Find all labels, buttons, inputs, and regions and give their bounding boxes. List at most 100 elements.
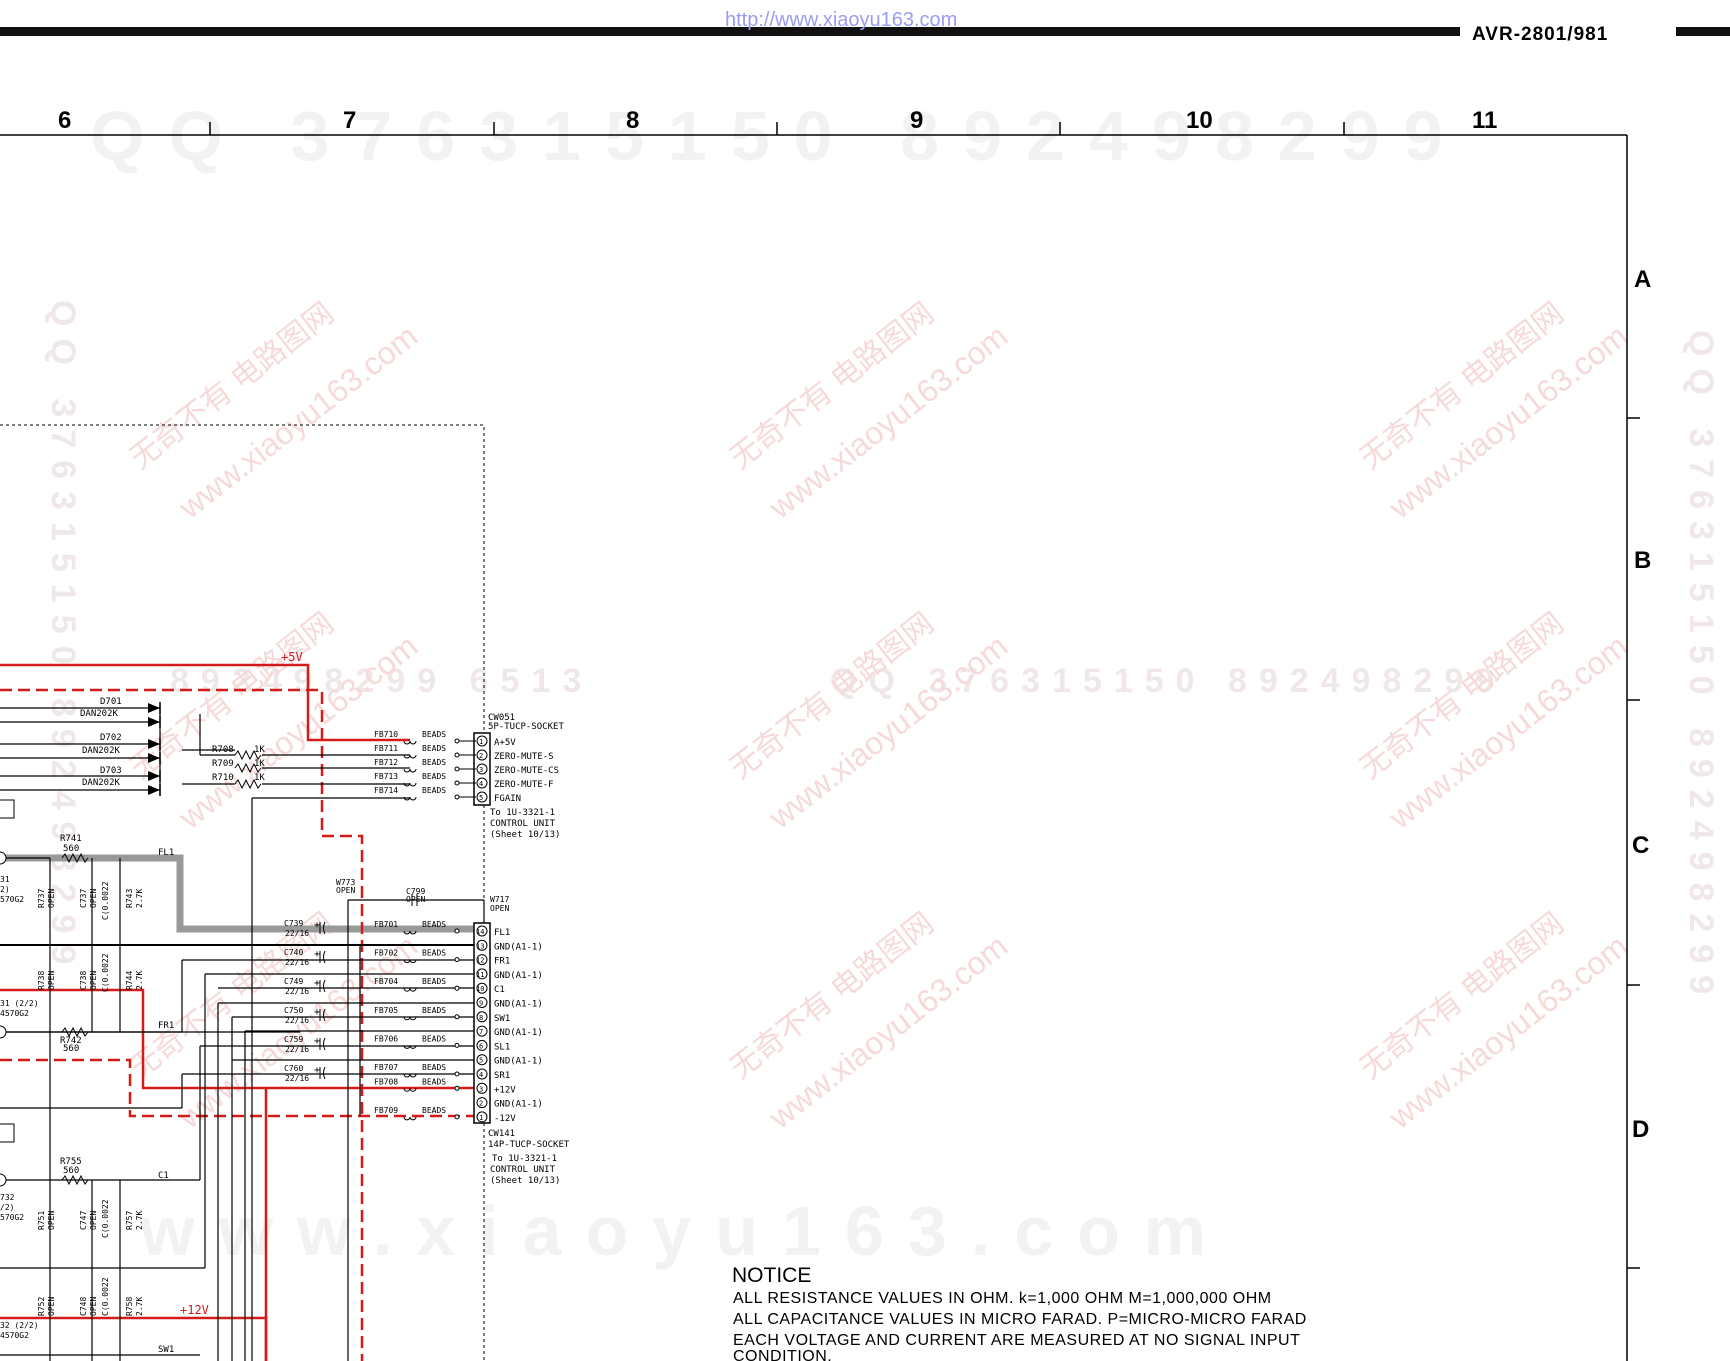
electrolytic-value: 22/16 (285, 987, 309, 996)
ic-pin (0, 1025, 7, 1039)
connector-pin-name: SL1 (494, 1042, 510, 1052)
connector-pin-name: -12V (494, 1114, 516, 1124)
ic-label: 4570G2 (0, 1009, 29, 1018)
connector-pin (476, 1068, 488, 1080)
ferrite-bead-symbol (403, 768, 417, 773)
ferrite-bead-ref: FB710 (374, 730, 398, 739)
ferrite-bead-terminal (454, 957, 460, 963)
trace-plus5v-dashed (0, 688, 364, 1361)
row-label-b: B (1634, 547, 1651, 574)
diode-part: DAN202K (82, 746, 121, 756)
electrolytic-ref: C760 (284, 1064, 303, 1073)
connector-pin-number: 1 (479, 738, 483, 746)
electrolytic-plate-curved (323, 921, 326, 935)
connector-pin (476, 997, 488, 1008)
ferrite-bead-symbol (403, 740, 417, 745)
col-label-10: 10 (1186, 107, 1213, 134)
diode-ref: D701 (100, 697, 122, 707)
part-value: OPEN (490, 904, 509, 913)
notice-line: ALL RESISTANCE VALUES IN OHM. k=1,000 OH… (733, 1290, 1272, 1307)
ferrite-bead-symbol (403, 988, 417, 992)
resistor-value: OPEN (47, 1211, 56, 1230)
ferrite-bead-ref: FB702 (374, 949, 398, 958)
notice-line: EACH VOLTAGE AND CURRENT ARE MEASURED AT… (733, 1332, 1300, 1349)
notice-line: CONDITION. (733, 1348, 832, 1361)
resistor-ref: R737 (37, 889, 46, 908)
ferrite-bead-label: BEADS (422, 1063, 446, 1072)
ferrite-bead-terminal (454, 752, 460, 758)
electrolytic-plate-curved (323, 1008, 326, 1022)
ferrite-bead-label: BEADS (422, 758, 446, 767)
resistor-ref: R744 (125, 971, 134, 990)
ferrite-bead-ref: FB712 (374, 758, 398, 767)
electrolytic-plus: + (314, 1007, 320, 1018)
ferrite-bead-symbol (403, 782, 417, 787)
connector-pin-number: 4 (479, 1071, 483, 1079)
connector-pin-name: GND(A1-1) (494, 1000, 543, 1010)
ic-labels: 31 2) 570G2 31 (2/2) 4570G2 732 /2) 570G… (0, 799, 39, 1340)
net-label-c1: C1 (158, 1171, 169, 1181)
header-url[interactable]: http://www.xiaoyu163.com (725, 9, 957, 31)
connector-pin (476, 1039, 488, 1051)
connector-pin (476, 1054, 488, 1066)
resistor-ref: R752 (37, 1297, 46, 1316)
resistor-value: 560 (63, 844, 79, 854)
connector-pin-number: 10 (476, 985, 484, 993)
part-ref: C799 (406, 887, 425, 896)
cap-value: C(0.0022 (101, 881, 110, 920)
net-label-fr1: FR1 (158, 1021, 174, 1031)
diode-part: DAN202K (80, 709, 119, 719)
connector-pin (476, 1025, 488, 1037)
cap-ref: C748 (79, 1297, 88, 1316)
connector-pin-name: FL1 (494, 928, 510, 938)
row-labels: A B C D (1632, 266, 1651, 1143)
connector-pin-number: 2 (479, 1100, 483, 1108)
open-parts: W773 OPEN C799 OPEN W717 OPEN (336, 878, 509, 913)
header-rule-right (1676, 27, 1730, 36)
resistor-value: 1K (254, 759, 265, 769)
ferrite-bead-symbol (403, 796, 417, 801)
header-rule-left (0, 27, 1460, 36)
connector-pin (476, 1082, 488, 1094)
connector-dest: CONTROL UNIT (490, 1165, 556, 1175)
connector-pin (476, 763, 488, 775)
ic-label: 732 (0, 1193, 15, 1202)
ferrite-bead-symbol (403, 1045, 417, 1049)
diode-part: DAN202K (82, 778, 121, 788)
resistor-value: 2.7K (135, 1211, 144, 1230)
cap-value: C(0.0022 (101, 953, 110, 992)
connector-pin-name: FGAIN (494, 794, 521, 804)
electrolytic-ref: C750 (284, 1006, 303, 1015)
connector-pin-number: 3 (479, 766, 483, 774)
connector-pin-name: SR1 (494, 1071, 510, 1081)
connector-pin (476, 982, 488, 994)
trace-plus5v (0, 663, 410, 742)
ic-label: 31 (2/2) (0, 999, 39, 1008)
resistor-r755: R755 560 (60, 1157, 89, 1186)
ic-label: 32 (2/2) (0, 1321, 39, 1330)
electrolytic-plate-curved (323, 950, 326, 964)
model-number: AVR-2801/981 (1472, 24, 1608, 45)
resistor-value: OPEN (47, 971, 56, 990)
part-value: OPEN (406, 895, 425, 904)
resistor-ref: R710 (212, 773, 234, 783)
electrolytic-ref: C749 (284, 977, 303, 986)
ferrite-bead-label: BEADS (422, 1034, 446, 1043)
resistor-ref: R738 (37, 971, 46, 990)
ferrite-bead-terminal (454, 780, 460, 786)
ferrite-bead-symbol (403, 1116, 417, 1121)
fl1-trace (0, 854, 484, 933)
diode-d701: D701 DAN202K (80, 697, 161, 728)
connector-pin-number: 14 (476, 928, 484, 936)
ferrite-bead-label: BEADS (422, 1006, 446, 1015)
ferrite-bead-terminal (454, 1085, 460, 1091)
connector-pin (476, 777, 488, 789)
ferrite-bead-symbol (403, 754, 417, 759)
col-label-11: 11 (1472, 107, 1497, 134)
ferrite-bead-label: BEADS (422, 730, 446, 739)
resistor-ref: R708 (212, 745, 234, 755)
ferrite-bead-ref: FB707 (374, 1063, 398, 1072)
connector-cw141: CW141 14P-TUCP-SOCKET To 1U-3321-1 CONTR… (473, 922, 570, 1186)
connector-pin-name: ZERO-MUTE-S (494, 752, 554, 762)
connector-cw051: CW051 5P-TUCP-SOCKET To 1U-3321-1 CONTRO… (473, 713, 564, 840)
